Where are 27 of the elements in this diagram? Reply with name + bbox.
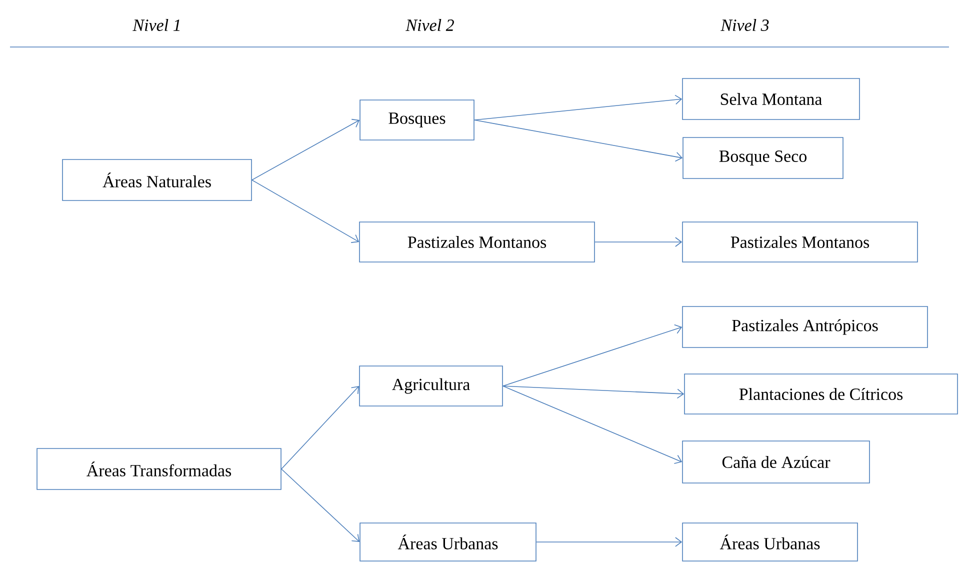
arrow	[594, 237, 682, 247]
category-box: Pastizales Antrópicos	[682, 306, 928, 348]
category-box: Áreas Urbanas	[360, 522, 536, 562]
category-box: Bosque Seco	[682, 137, 844, 179]
arrow	[252, 180, 360, 243]
category-box: Agricultura	[359, 366, 503, 406]
category-box: Áreas Urbanas	[682, 522, 858, 562]
category-box: Bosques	[360, 100, 474, 140]
level-heading: Nivel 3	[720, 19, 769, 31]
arrow	[536, 537, 682, 547]
level-heading: Nivel 2	[406, 19, 454, 31]
category-box: Pastizales Montanos	[359, 222, 595, 262]
arrow	[502, 386, 684, 399]
arrow	[474, 120, 683, 162]
arrow	[252, 118, 360, 180]
category-box: Áreas Transformadas	[36, 448, 282, 490]
category-box: Caña de Azúcar	[682, 440, 870, 484]
arrow	[502, 386, 682, 464]
arrow	[502, 324, 682, 386]
arrow	[474, 94, 682, 120]
level-heading: Nivel 1	[132, 19, 180, 31]
category-box: Pastizales Montanos	[682, 222, 918, 262]
category-box: Plantaciones de Cítricos	[684, 374, 958, 414]
arrow	[281, 386, 360, 470]
arrow	[281, 468, 360, 542]
category-box: Áreas Naturales	[62, 159, 252, 201]
category-box: Selva Montana	[682, 78, 860, 120]
